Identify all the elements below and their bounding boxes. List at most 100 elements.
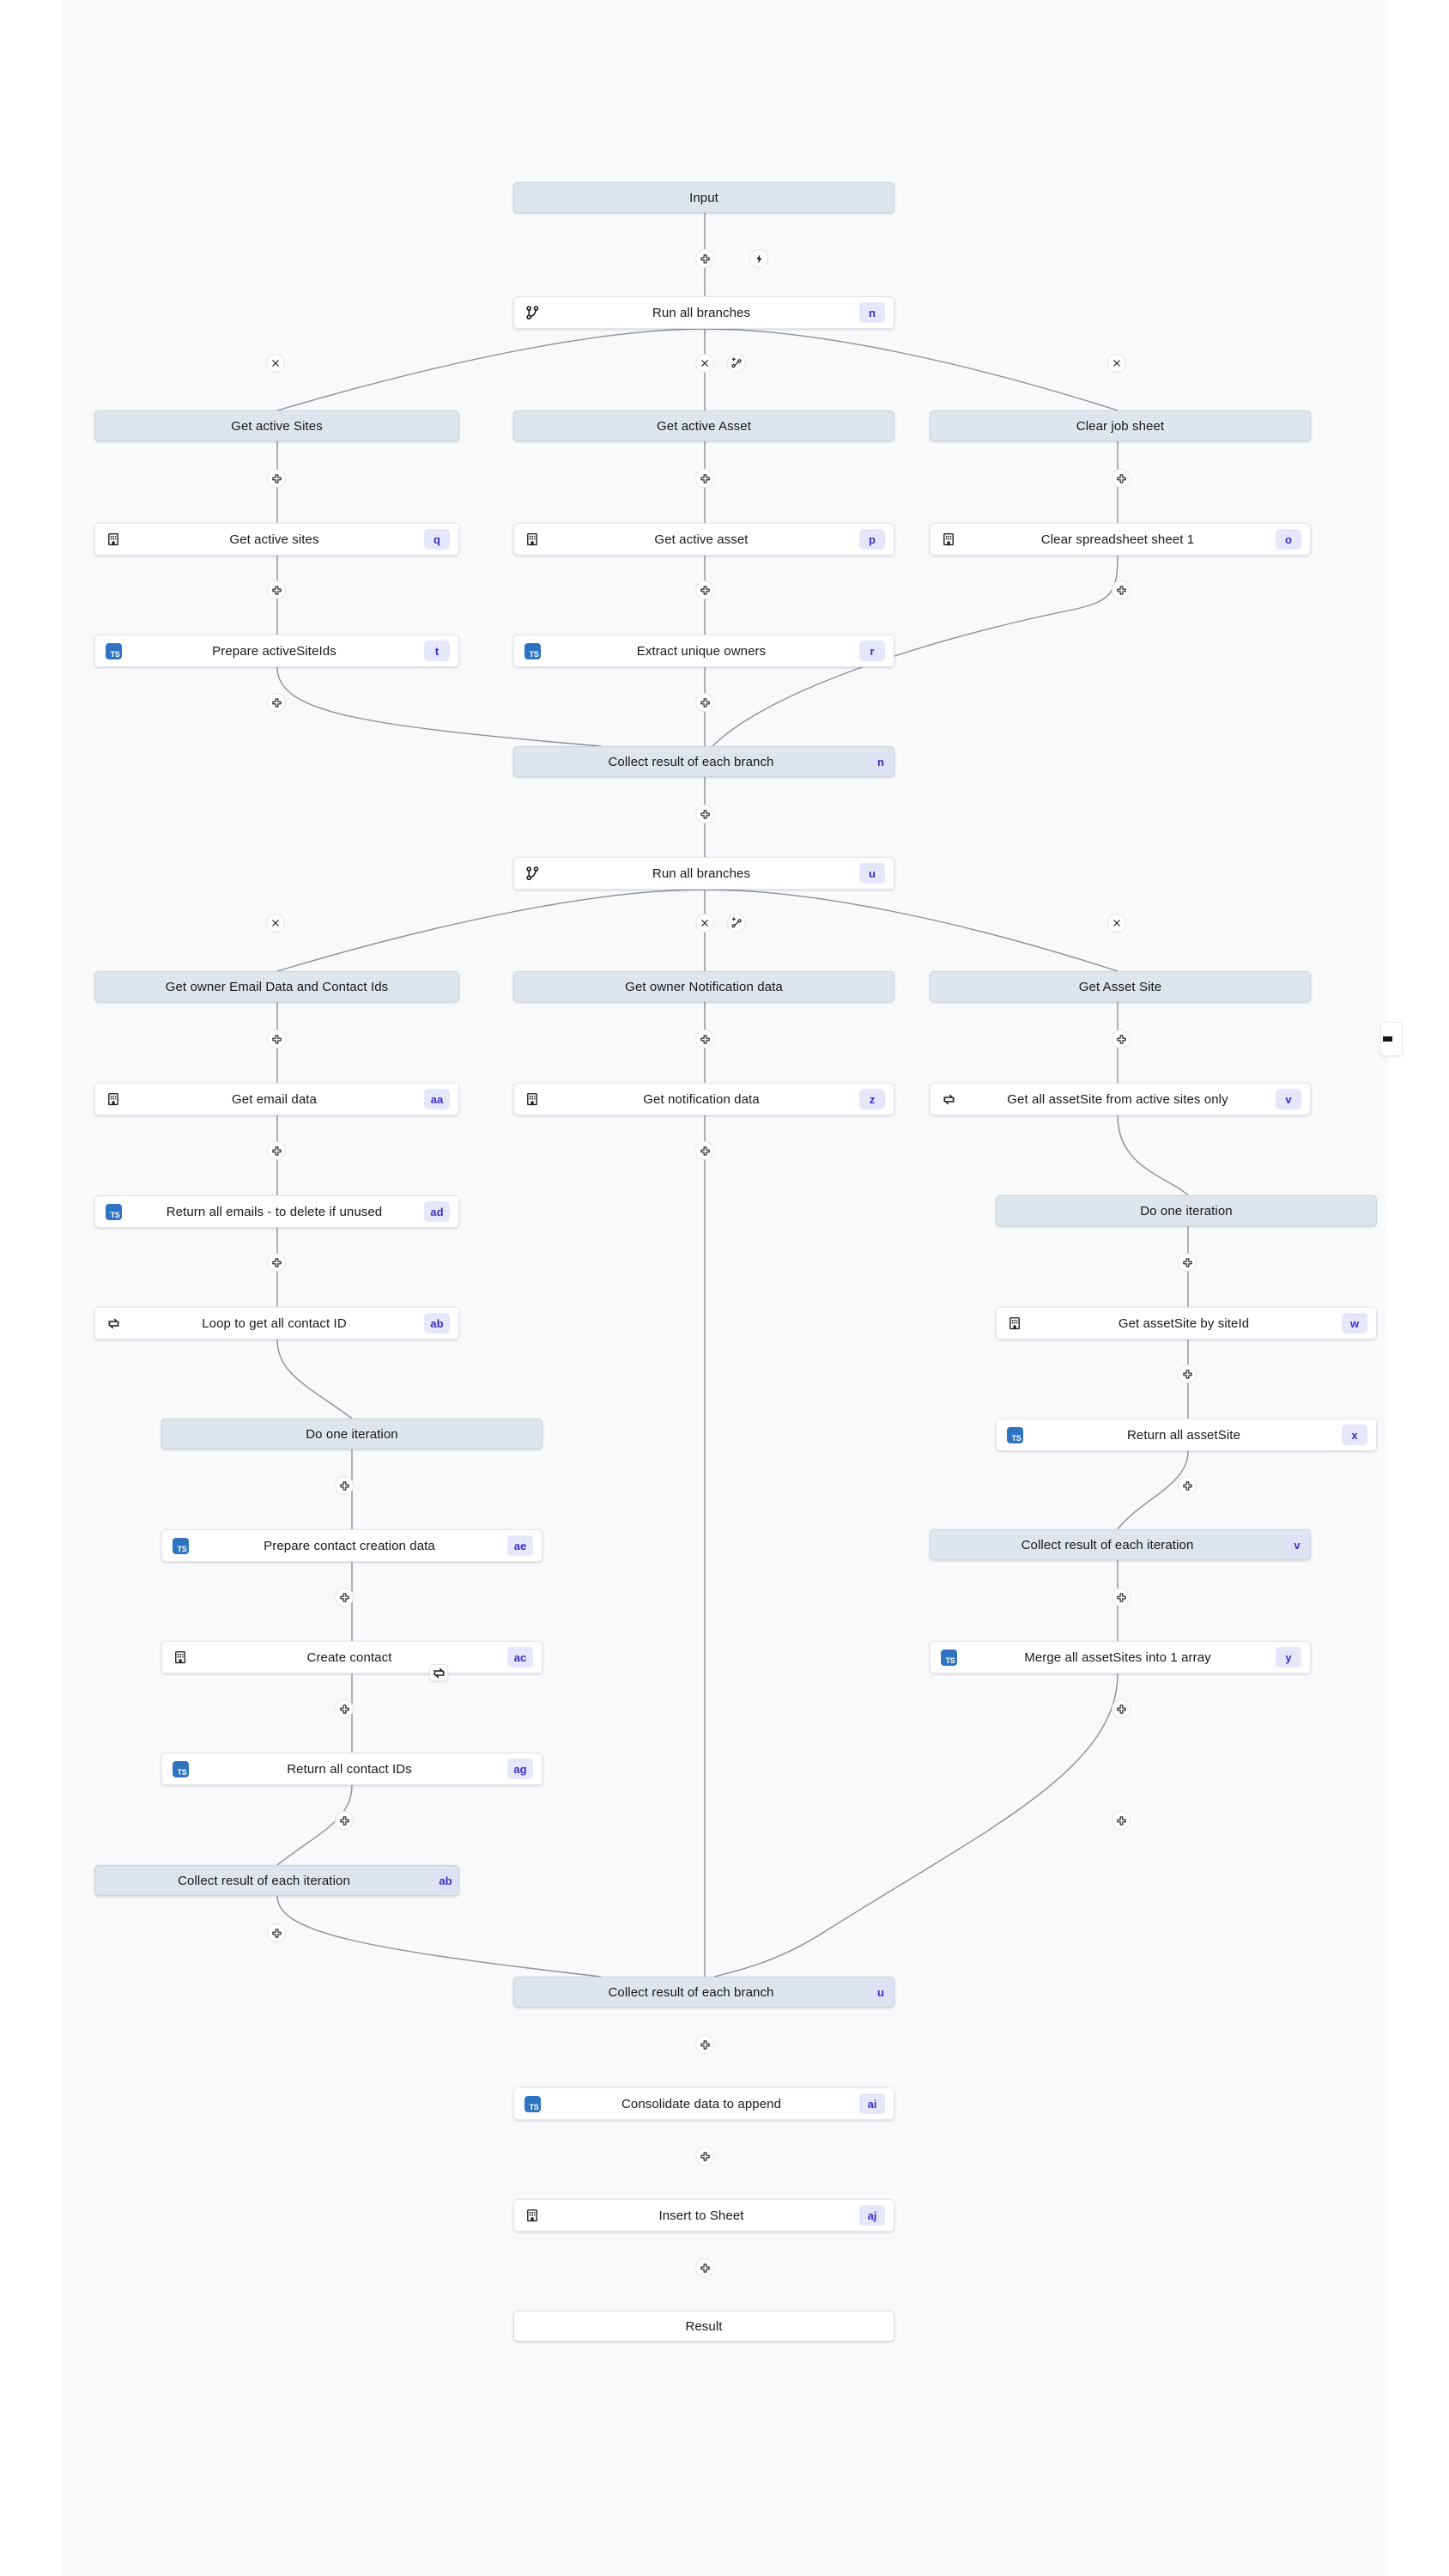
plus-icon[interactable] <box>695 2147 714 2166</box>
plus-icon[interactable] <box>1178 1476 1197 1495</box>
plus-icon[interactable] <box>695 580 714 599</box>
node-key-badge[interactable]: r <box>859 641 885 661</box>
node-key-badge[interactable]: v <box>1284 1534 1310 1555</box>
plus-icon[interactable] <box>335 1699 354 1718</box>
close-icon[interactable] <box>266 914 285 933</box>
node-key-badge[interactable]: o <box>1276 529 1301 550</box>
plus-icon[interactable] <box>1112 1811 1131 1830</box>
plus-icon[interactable] <box>695 2035 714 2054</box>
plus-icon[interactable] <box>267 580 286 599</box>
close-icon[interactable] <box>1107 354 1126 373</box>
node-key-badge[interactable]: v <box>1276 1089 1301 1109</box>
node-get-active-sites-group[interactable]: Get active Sites <box>94 410 459 441</box>
plus-icon[interactable] <box>695 249 714 268</box>
plus-icon[interactable] <box>695 469 714 488</box>
plus-icon[interactable] <box>335 1811 354 1830</box>
node-get-all-assetsite[interactable]: Get all assetSite from active sites only… <box>930 1083 1311 1115</box>
add-branch-icon[interactable] <box>727 914 746 933</box>
plus-icon[interactable] <box>695 1030 714 1048</box>
plus-icon[interactable] <box>267 1253 286 1272</box>
node-key-badge[interactable]: ac <box>507 1647 533 1668</box>
node-get-active-asset-group[interactable]: Get active Asset <box>513 410 894 441</box>
close-icon[interactable] <box>266 354 285 373</box>
node-key-badge[interactable]: w <box>1342 1313 1367 1334</box>
node-key-badge[interactable]: x <box>1342 1425 1367 1445</box>
lightning-bolt-icon[interactable] <box>749 249 768 268</box>
plus-icon[interactable] <box>267 1141 286 1160</box>
plus-icon[interactable] <box>267 693 286 712</box>
plus-icon[interactable] <box>267 1030 286 1048</box>
plus-icon[interactable] <box>695 1141 714 1160</box>
node-key-badge[interactable]: ag <box>507 1759 533 1779</box>
node-key-badge[interactable]: n <box>868 751 894 772</box>
plus-icon[interactable] <box>695 693 714 712</box>
node-do-one-iteration-left[interactable]: Do one iteration <box>161 1419 543 1449</box>
node-key-badge[interactable]: u <box>868 1982 894 2002</box>
node-key-badge[interactable]: y <box>1276 1647 1301 1668</box>
plus-icon[interactable] <box>1178 1364 1197 1383</box>
plus-icon[interactable] <box>1112 1030 1131 1048</box>
node-owner-notif-group[interactable]: Get owner Notification data <box>513 971 894 1002</box>
node-key-badge[interactable]: aa <box>424 1089 450 1109</box>
node-key-badge[interactable]: ab <box>424 1313 450 1334</box>
close-icon[interactable] <box>695 914 714 933</box>
node-key-badge[interactable]: u <box>859 863 885 884</box>
plus-icon[interactable] <box>695 2258 714 2277</box>
plus-icon[interactable] <box>695 805 714 823</box>
add-branch-icon[interactable] <box>727 354 746 373</box>
close-icon[interactable] <box>1107 914 1126 933</box>
node-key-badge[interactable]: t <box>424 641 450 661</box>
node-key-badge[interactable]: n <box>859 302 885 323</box>
node-result[interactable]: Result <box>513 2311 894 2342</box>
plus-icon[interactable] <box>1112 469 1131 488</box>
node-key-badge[interactable]: ai <box>859 2093 885 2114</box>
node-key-badge[interactable]: q <box>424 529 450 550</box>
node-key-badge[interactable]: z <box>859 1089 885 1109</box>
node-input[interactable]: Input <box>513 182 894 213</box>
plus-icon[interactable] <box>267 1923 286 1942</box>
plus-icon[interactable] <box>335 1588 354 1607</box>
plus-icon[interactable] <box>267 469 286 488</box>
node-clear-job-sheet-group[interactable]: Clear job sheet <box>930 410 1311 441</box>
node-asset-site-group[interactable]: Get Asset Site <box>930 971 1311 1002</box>
node-do-one-iteration-right[interactable]: Do one iteration <box>996 1195 1377 1226</box>
node-key-badge[interactable]: ab <box>433 1870 458 1891</box>
plus-icon[interactable] <box>335 1476 354 1495</box>
plus-icon[interactable] <box>1112 1699 1131 1718</box>
plus-icon[interactable] <box>1178 1253 1197 1272</box>
typescript-icon: TS <box>523 2094 542 2113</box>
node-key-badge[interactable]: ae <box>507 1535 533 1556</box>
cut-off-side-panel[interactable] <box>1380 1022 1403 1056</box>
node-key-badge[interactable]: ad <box>424 1201 450 1222</box>
node-key-badge[interactable]: aj <box>859 2205 885 2226</box>
loop-repeat-icon[interactable] <box>429 1664 448 1681</box>
close-icon[interactable] <box>695 354 714 373</box>
node-owner-email-group[interactable]: Get owner Email Data and Contact Ids <box>94 971 459 1002</box>
plus-icon[interactable] <box>1112 1588 1131 1607</box>
node-key-badge[interactable]: p <box>859 529 885 550</box>
plus-icon[interactable] <box>1112 580 1131 599</box>
